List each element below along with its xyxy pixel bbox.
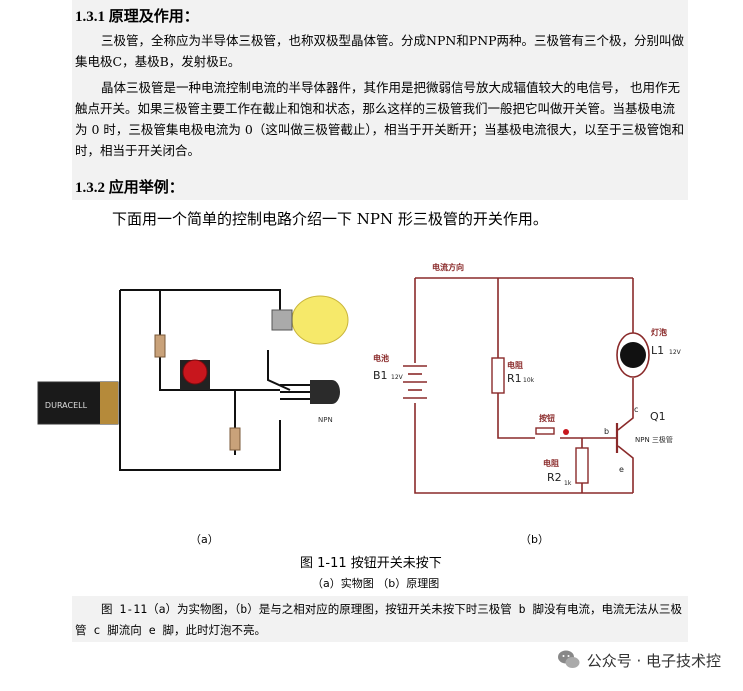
bottom-shade [72,596,688,642]
lead-sentence: 下面用一个简单的控制电路介绍一下 NPN 形三极管的开关作用。 [112,210,548,228]
r2-ref-label: R2 [547,471,562,484]
battery-ref-label: B1 [373,369,388,382]
figure-description: 图 1-11（a）为实物图，（b）是与之相对应的原理图，按钮开关未按下时三极管 … [75,602,682,637]
r1-name-label: 电阻 [507,360,523,370]
wechat-icon [557,650,580,668]
photo-circuit: DURACELL NPN [37,289,349,471]
photo-sublabel: （a） [190,533,219,546]
lamp-volt-label: 12V [669,349,682,356]
battery-brand-text: DURACELL [45,401,88,410]
transistor-ref-label: Q1 [650,410,666,423]
pin-c-label: c [634,405,638,414]
r2-name-label: 电阻 [543,458,559,468]
paragraph-2: 晶体三极管是一种电流控制电流的半导体器件，其作用是把微弱信号放大成辐值较大的电信… [75,80,685,158]
battery-name-label: 电池 [373,353,389,363]
button-name-label: 按钮 [539,413,555,423]
transistor-type-label: NPN 三极管 [635,435,673,444]
section-heading-1: 1.3.1 原理及作用： [75,9,199,25]
watermark: 公众号 · 电子技术控 [557,648,721,672]
schematic-sublabel: （b） [520,533,549,546]
r1-ref-label: R1 [507,372,522,385]
paragraph-1: 三极管，全称应为半导体三极管，也称双极型晶体管。分成NPN和PNP两种。三极管有… [75,33,685,69]
lamp-name-label: 灯泡 [651,327,667,337]
top-shade [72,0,688,200]
r1-value-label: 10k [523,377,535,384]
pin-b-label: b [604,427,609,436]
watermark-text: 公众号 · 电子技术控 [586,651,721,670]
schematic-circuit: 电流方向 电池 B1 12V 电阻 R1 10k 按钮 灯泡 L1 12V Q1… [373,262,682,494]
section-heading-2: 1.3.2 应用举例： [75,180,184,196]
figure-title: 图 1-11 按钮开关未按下 [300,556,442,571]
current-direction-label: 电流方向 [432,262,464,272]
photo-npn-label: NPN [318,416,333,424]
battery-label-group: DURACELL [45,401,88,410]
pin-e-label: e [619,465,624,474]
r2-value-label: 1k [564,480,572,487]
lamp-ref-label: L1 [651,344,664,357]
figure-subcaption: （a）实物图 （b）原理图 [312,577,440,590]
battery-volt-label: 12V [391,374,404,381]
